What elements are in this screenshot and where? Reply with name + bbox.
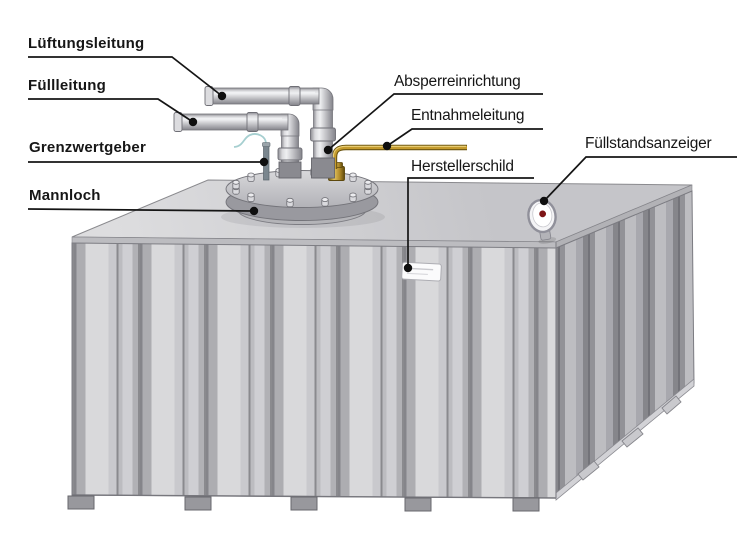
- bolt: [247, 172, 255, 182]
- tank-foot: [404, 497, 432, 512]
- vent-riser-base: [311, 157, 335, 179]
- vent-pipe: [204, 86, 336, 179]
- leader-dot-lueftungsleitung: [217, 91, 227, 101]
- sensor-wire: [233, 133, 267, 148]
- vent-pipe-collar: [288, 86, 301, 106]
- bolt: [232, 179, 240, 190]
- fill-pipe-collar: [246, 112, 259, 132]
- leader-dot-mannloch: [249, 206, 259, 216]
- leader-dot-fuellleitung: [188, 117, 198, 127]
- label-fuellleitung: Füllleitung: [28, 77, 107, 94]
- label-entnahmeleitung: Entnahmeleitung: [411, 107, 525, 124]
- tank-feet-right: [577, 395, 682, 481]
- bolt: [321, 197, 329, 207]
- tank-right-face-shade: [556, 191, 694, 498]
- leader-fuellleitung: [28, 98, 194, 123]
- leader-entnahmeleitung: [386, 128, 543, 147]
- tank-body: [67, 179, 695, 512]
- leader-mannloch: [27, 208, 254, 212]
- extraction-pipe-highlight: [332, 145, 466, 168]
- fill-pipe: [173, 112, 303, 179]
- tank-foot: [67, 495, 95, 510]
- tank-foot: [184, 496, 212, 511]
- leader-dots: [188, 91, 549, 273]
- bolt: [286, 197, 294, 208]
- leader-herstellerschild: [407, 177, 534, 268]
- leader-lueftungsleitung: [28, 56, 223, 97]
- tank-foot: [577, 460, 600, 481]
- vent-pipe-end-cap: [204, 86, 214, 106]
- plate-text-line: [406, 272, 428, 276]
- tank-front-face: [71, 242, 557, 499]
- bolt: [349, 192, 357, 202]
- tank-foot: [290, 496, 318, 511]
- tank-foot: [661, 395, 682, 415]
- label-absperreinrichtung: Absperreinrichtung: [394, 73, 521, 90]
- leader-dot-grenzwertgeber: [259, 157, 269, 167]
- leader-dot-fuellstandsanzeiger: [539, 196, 549, 206]
- leader-dot-entnahmeleitung: [382, 141, 392, 151]
- bolt: [349, 172, 357, 182]
- fill-riser-base: [278, 161, 302, 179]
- leader-fuellstandsanzeiger: [543, 156, 737, 202]
- leader-absperreinrichtung: [327, 93, 543, 151]
- vent-riser-collar: [310, 127, 336, 142]
- label-herstellerschild: Herstellerschild: [411, 158, 514, 175]
- leader-dot-absperreinrichtung: [323, 145, 333, 155]
- label-fuellstandsanzeiger: Füllstandsanzeiger: [585, 135, 712, 152]
- label-lueftungsleitung: Lüftungsleitung: [28, 35, 145, 52]
- fill-riser-collar: [277, 147, 303, 161]
- bolt: [364, 179, 372, 190]
- manhole-flange: [221, 167, 385, 228]
- label-mannloch: Mannloch: [29, 187, 101, 204]
- leader-lines: [27, 56, 737, 268]
- tank-feet-front: [67, 495, 540, 512]
- tank-foot: [512, 497, 540, 512]
- fill-pipe-end-cap: [173, 112, 183, 132]
- label-grenzwertgeber: Grenzwertgeber: [29, 139, 146, 156]
- level-gauge: [527, 198, 557, 244]
- gauge-indicator-dot: [539, 210, 547, 218]
- leader-dot-herstellerschild: [403, 263, 413, 273]
- sensor-rod-cap: [262, 142, 271, 147]
- bolt: [247, 192, 255, 202]
- tank-foot: [621, 427, 644, 448]
